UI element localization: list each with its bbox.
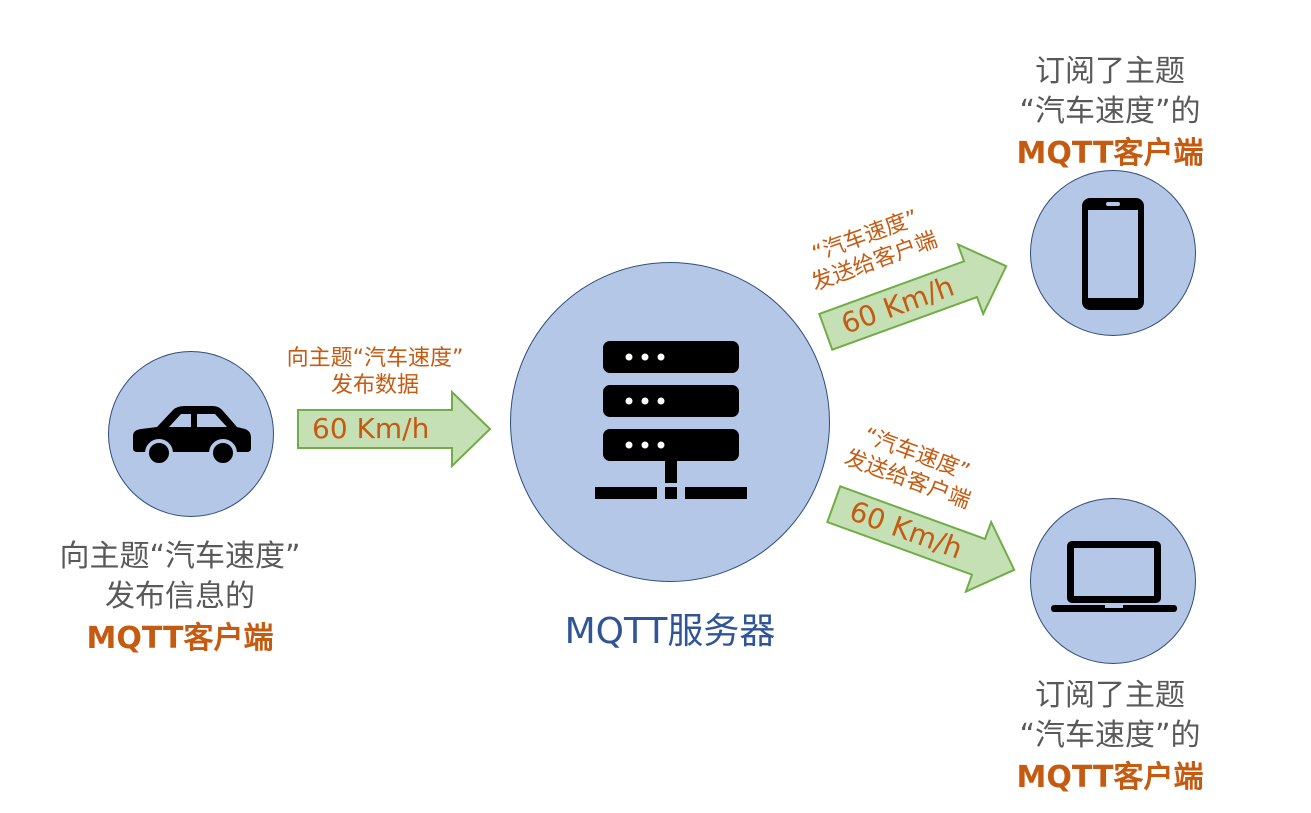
deliver-bottom-arrow: 60 Km/h	[819, 467, 1030, 607]
publisher-label: 向主题“汽车速度” 发布信息的 MQTT客户端	[20, 537, 340, 659]
publish-arrow-label-line1: 向主题“汽车速度”	[286, 346, 464, 371]
subscriber-phone-label-strong: MQTT客户端	[1016, 136, 1204, 171]
server-rack-icon	[595, 341, 747, 499]
subscriber-laptop-label-line1: 订阅了主题	[1035, 678, 1185, 713]
subscriber-phone-node	[1030, 170, 1196, 336]
publish-arrow-label: 向主题“汽车速度” 发布数据	[250, 345, 500, 399]
subscriber-phone-label-line1: 订阅了主题	[1035, 54, 1185, 89]
publish-arrow: 60 Km/h	[296, 390, 492, 468]
subscriber-laptop-node	[1030, 498, 1196, 664]
deliver-top-arrow: 60 Km/h	[811, 229, 1022, 369]
server-node	[510, 262, 830, 582]
subscriber-phone-label-line2: “汽车速度”的	[1019, 94, 1201, 129]
server-label: MQTT服务器	[564, 611, 776, 652]
car-icon	[133, 406, 251, 467]
laptop-icon	[1051, 541, 1177, 612]
publish-arrow-label-line2: 发布数据	[330, 373, 419, 398]
publish-arrow-value: 60 Km/h	[312, 412, 430, 445]
publisher-label-strong: MQTT客户端	[86, 621, 274, 656]
publisher-label-line2: 发布信息的	[105, 579, 255, 614]
publisher-label-line1: 向主题“汽车速度”	[59, 539, 301, 574]
subscriber-laptop-label-line2: “汽车速度”的	[1019, 718, 1201, 753]
smartphone-icon	[1082, 198, 1144, 310]
subscriber-laptop-label-strong: MQTT客户端	[1016, 760, 1204, 795]
subscriber-laptop-label: 订阅了主题 “汽车速度”的 MQTT客户端	[950, 676, 1270, 798]
publisher-node	[108, 351, 274, 517]
subscriber-phone-label: 订阅了主题 “汽车速度”的 MQTT客户端	[950, 52, 1270, 174]
